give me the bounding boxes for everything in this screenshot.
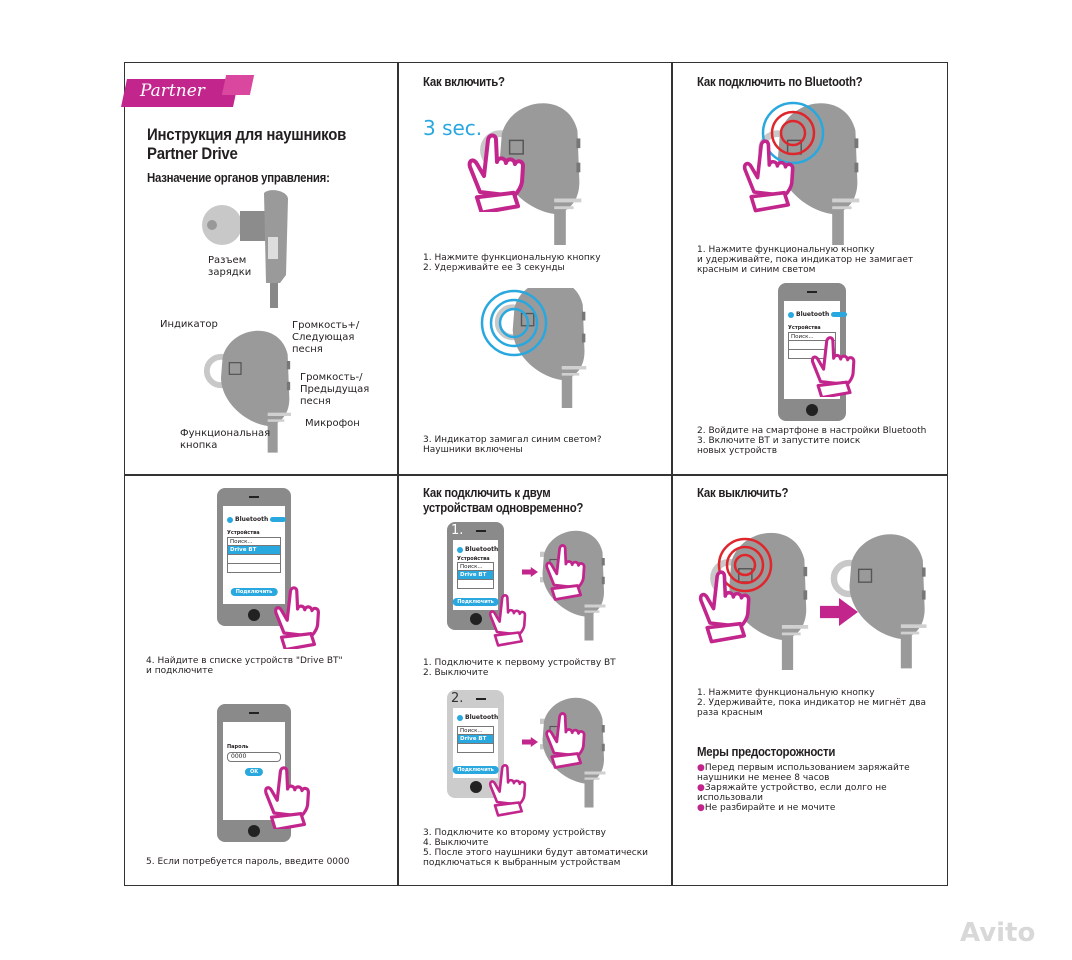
earbud-pairing-illustration bbox=[748, 90, 866, 245]
power-on-result: 3. Индикатор замигал синим светом? Наушн… bbox=[423, 435, 602, 455]
divider bbox=[124, 474, 948, 476]
hand-pointer-icon bbox=[258, 765, 322, 829]
safety-item-text: Заряжайте устройство, если долго не испо… bbox=[697, 783, 887, 803]
pairing-steps-2-3: 2. Войдите на смартфоне в настройки Blue… bbox=[697, 426, 927, 456]
safety-item: ●Заряжайте устройство, если долго не исп… bbox=[697, 783, 887, 803]
section-title-bluetooth: Как подключить по Bluetooth? bbox=[697, 74, 863, 89]
section-title-power-on: Как включить? bbox=[423, 74, 505, 89]
earbud-side-illustration bbox=[202, 190, 288, 308]
timer-label: 3 sec. bbox=[423, 116, 483, 140]
device-list-item[interactable]: Поиск... bbox=[457, 562, 494, 571]
two-devices-steps-3-5: 3. Подключите ко второму устройству 4. В… bbox=[423, 828, 649, 868]
hand-pointer-icon bbox=[268, 585, 332, 649]
section-title-two-devices: Как подключить к двум устройствам одновр… bbox=[423, 485, 584, 515]
hand-pointer-icon bbox=[540, 708, 596, 770]
hand-pointer-icon bbox=[460, 132, 540, 212]
safety-item: ●Перед первым использованием заряжайте н… bbox=[697, 763, 910, 783]
smartphone-second-device: 2. Bluetooth Поиск...Drive BT Подключить bbox=[447, 690, 504, 798]
bluetooth-label: Bluetooth bbox=[235, 516, 269, 523]
connect-step-5: 5. Если потребуется пароль, введите 0000 bbox=[146, 857, 350, 867]
safety-list: ●Перед первым использованием заряжайте н… bbox=[697, 763, 910, 813]
device-list-item[interactable]: Поиск... bbox=[227, 537, 281, 546]
device-list-item[interactable]: Поиск... bbox=[788, 332, 836, 341]
hand-pointer-icon bbox=[484, 590, 536, 648]
device-list-item[interactable]: Поиск... bbox=[457, 726, 494, 735]
device-list-item-drive-bt[interactable]: Drive BT bbox=[227, 546, 281, 555]
bluetooth-icon bbox=[788, 311, 794, 318]
title-line: Partner Drive bbox=[147, 144, 238, 163]
bluetooth-toggle[interactable]: Bluetooth bbox=[788, 311, 848, 318]
earbud-off-illustration bbox=[822, 520, 932, 670]
controls-subtitle: Назначение органов управления: bbox=[147, 170, 330, 185]
title-line: Инструкция для наушников bbox=[147, 125, 347, 144]
two-devices-steps-1-2: 1. Подключите к первому устройству ВТ 2.… bbox=[423, 658, 616, 678]
label-volume-up: Громкость+/ Следующая песня bbox=[292, 320, 360, 355]
safety-item-text: Перед первым использованием заряжайте на… bbox=[697, 763, 910, 783]
hand-pointer-icon bbox=[540, 540, 596, 602]
connect-button[interactable]: Подключить bbox=[452, 598, 499, 606]
step-number: 2. bbox=[451, 691, 464, 706]
partner-logo: Partner bbox=[121, 75, 255, 109]
label-charging-port: Разъем зарядки bbox=[208, 255, 252, 278]
device-list-item-drive-bt[interactable]: Drive BT bbox=[457, 735, 494, 744]
power-on-steps: 1. Нажмите функциональную кнопку 2. Удер… bbox=[423, 253, 601, 273]
devices-heading: Устройства bbox=[788, 325, 821, 331]
device-list-item-drive-bt[interactable]: Drive BT bbox=[457, 571, 494, 580]
arrow-right-icon bbox=[522, 567, 538, 577]
bluetooth-label: Bluetooth bbox=[465, 546, 499, 553]
arrow-right-icon bbox=[522, 737, 538, 747]
label-microphone: Микрофон bbox=[305, 418, 360, 429]
smartphone-device-list: Bluetooth Устройства Поиск...Drive BT По… bbox=[217, 488, 291, 626]
password-label: Пароль bbox=[227, 744, 249, 750]
connect-button[interactable]: Подключить bbox=[230, 588, 278, 596]
earbud-blinking-illustration bbox=[480, 288, 596, 428]
safety-item: ●Не разбирайте и не мочите bbox=[697, 803, 836, 813]
safety-item-text: Не разбирайте и не мочите bbox=[704, 803, 836, 813]
hand-pointer-icon bbox=[484, 760, 536, 818]
label-function-button: Функциональная кнопка bbox=[180, 428, 271, 451]
bluetooth-label: Bluetooth bbox=[465, 714, 499, 721]
connect-step-4: 4. Найдите в списке устройств "Drive BT"… bbox=[146, 656, 343, 676]
devices-heading: Устройства bbox=[227, 530, 260, 536]
bluetooth-label: Bluetooth bbox=[796, 311, 830, 318]
label-volume-down: Громкость-/ Предыдущая песня bbox=[300, 372, 370, 407]
pairing-step-1: 1. Нажмите функциональную кнопку и удерж… bbox=[697, 245, 914, 275]
devices-heading: Устройства bbox=[457, 556, 490, 562]
section-title-power-off: Как выключить? bbox=[697, 485, 789, 500]
step-number: 1. bbox=[451, 523, 464, 538]
password-input[interactable]: 0000 bbox=[227, 752, 281, 762]
safety-title: Меры предосторожности bbox=[697, 744, 836, 759]
watermark: Avito bbox=[960, 918, 1036, 948]
power-off-steps: 1. Нажмите функциональную кнопку 2. Удер… bbox=[697, 688, 927, 718]
smartphone-bluetooth-settings: Bluetooth Устройства Поиск... bbox=[778, 283, 848, 421]
logo-text: Partner bbox=[140, 81, 205, 101]
ok-button[interactable]: OK bbox=[244, 768, 264, 776]
earbud-power-off-illustration bbox=[700, 520, 815, 670]
hand-pointer-icon bbox=[692, 565, 764, 645]
bluetooth-icon bbox=[227, 516, 233, 523]
connect-button[interactable]: Подключить bbox=[452, 766, 499, 774]
hand-pointer-icon bbox=[805, 335, 867, 397]
label-indicator: Индикатор bbox=[160, 319, 218, 330]
hand-pointer-icon bbox=[736, 134, 808, 214]
